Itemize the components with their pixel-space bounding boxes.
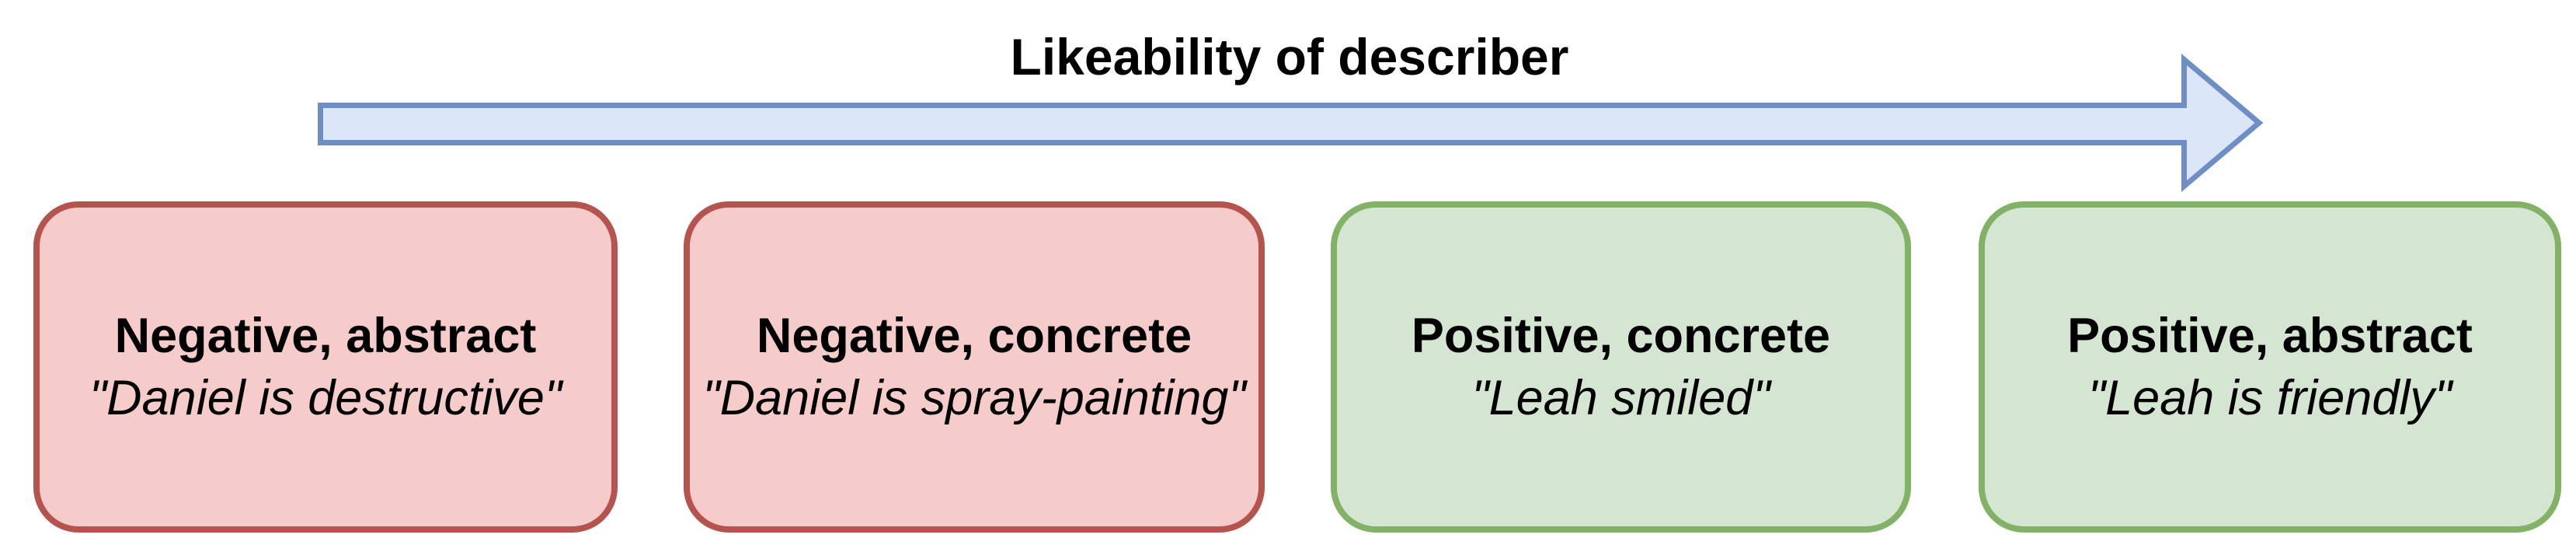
box-example-quote: "Daniel is destructive" xyxy=(89,371,562,425)
diagram-title: Likeability of describer xyxy=(1010,28,1569,86)
right-arrow-icon xyxy=(318,54,2264,193)
box-negative-abstract: Negative, abstract "Daniel is destructiv… xyxy=(33,201,618,533)
box-positive-concrete: Positive, concrete "Leah smiled" xyxy=(1331,201,1911,533)
box-example-quote: "Daniel is spray-painting" xyxy=(702,371,1246,425)
box-label: Positive, concrete xyxy=(1411,309,1831,363)
box-example-quote: "Leah smiled" xyxy=(1471,371,1770,425)
box-positive-abstract: Positive, abstract "Leah is friendly" xyxy=(1979,201,2561,533)
box-negative-concrete: Negative, concrete "Daniel is spray-pain… xyxy=(684,201,1265,533)
box-label: Negative, abstract xyxy=(114,309,537,363)
box-example-quote: "Leah is friendly" xyxy=(2087,371,2452,425)
box-label: Positive, abstract xyxy=(2067,309,2473,363)
box-label: Negative, concrete xyxy=(756,309,1192,363)
